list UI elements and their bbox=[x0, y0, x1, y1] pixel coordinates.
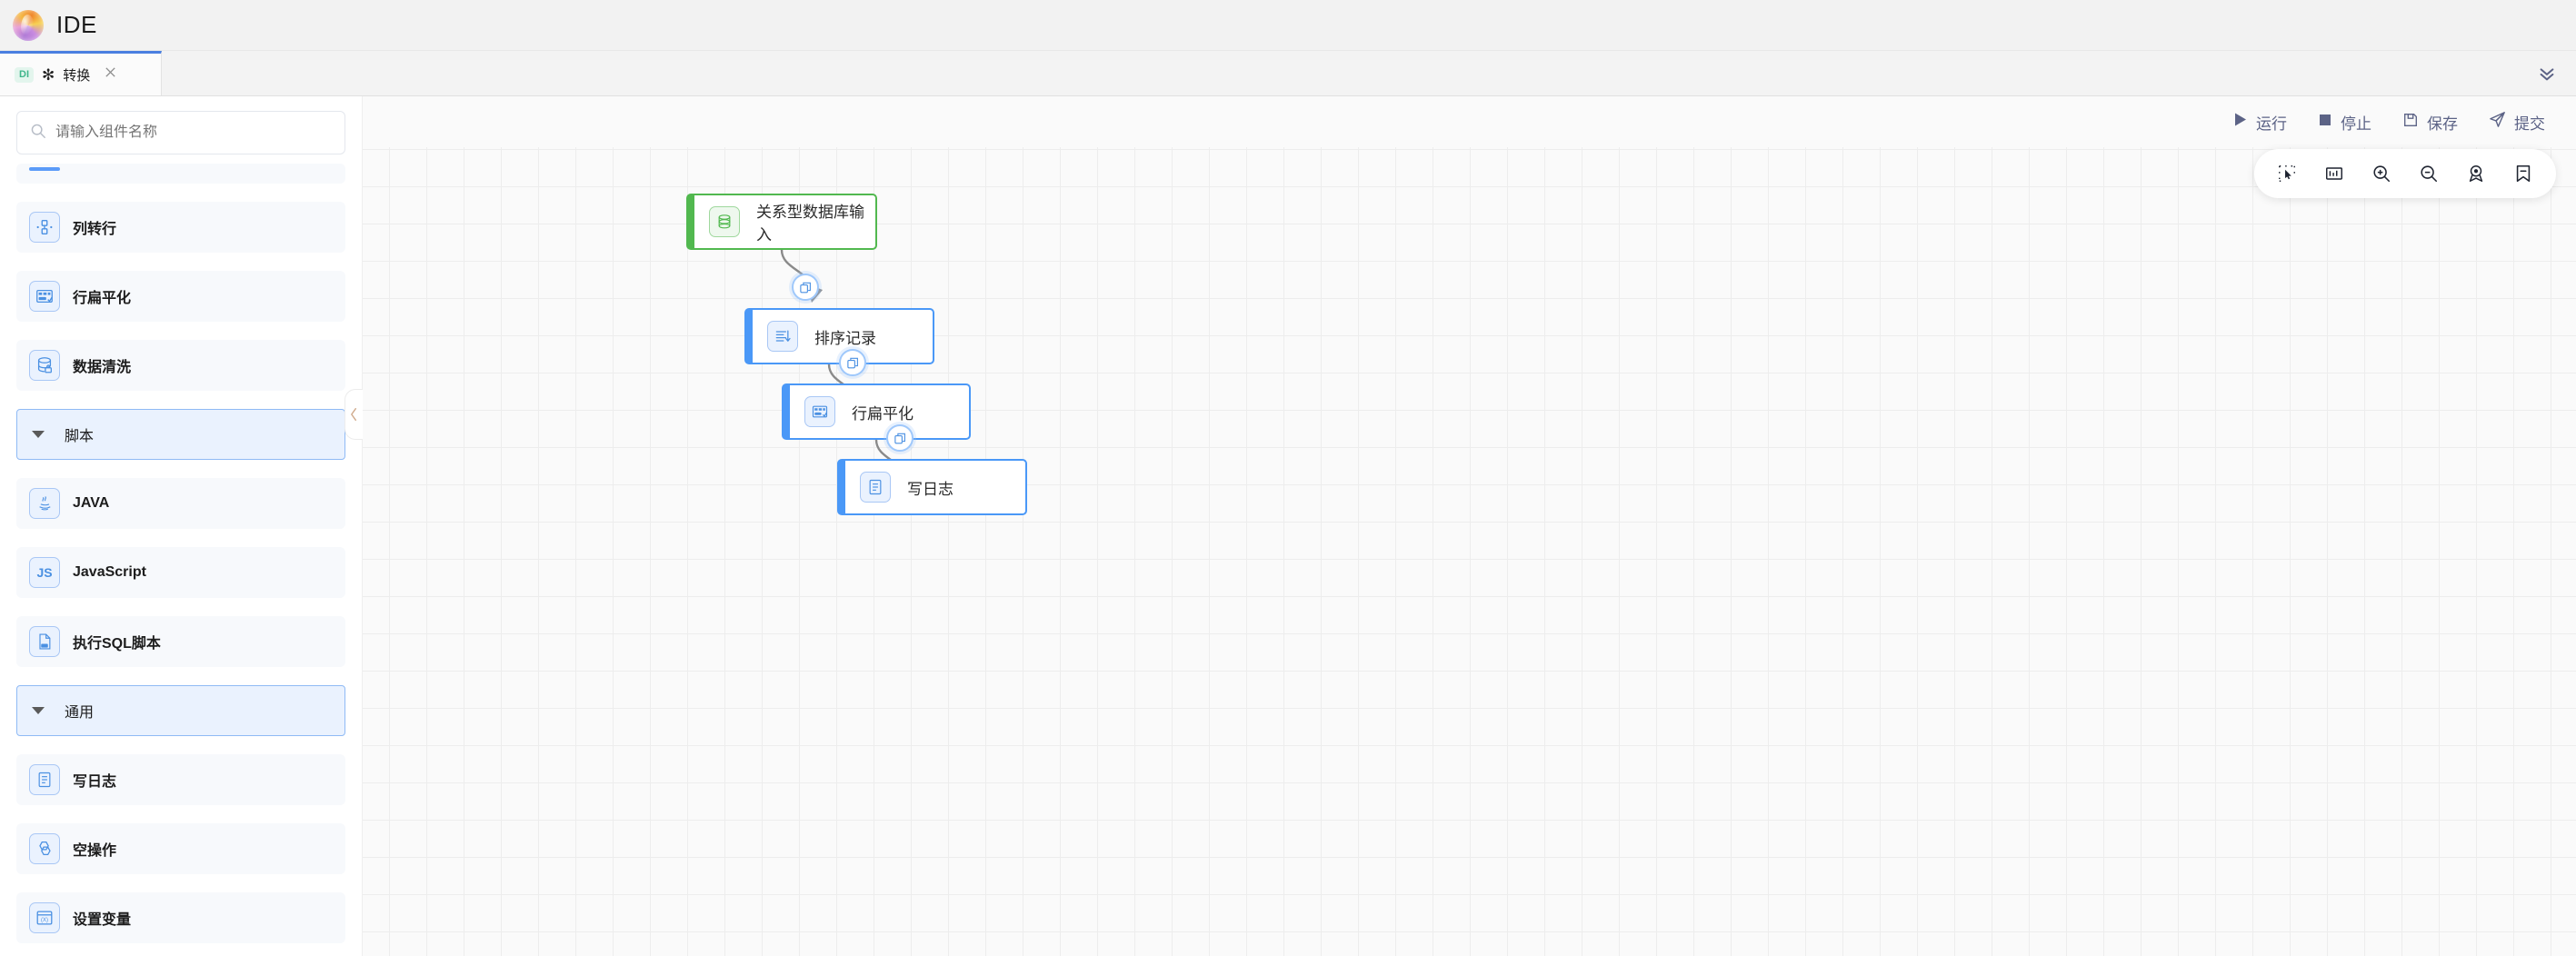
component-item-write-log[interactable]: 写日志 bbox=[16, 754, 345, 805]
title-bar: IDE bbox=[0, 0, 2576, 51]
no-op-icon bbox=[29, 833, 60, 864]
flow-node-label: 关系型数据库输入 bbox=[756, 204, 864, 244]
list-item-partial[interactable] bbox=[16, 164, 345, 184]
component-item-no-op[interactable]: 空操作 bbox=[16, 823, 345, 874]
component-item-data-clean[interactable]: 数据清洗 bbox=[16, 340, 345, 391]
canvas-grid bbox=[363, 147, 2576, 956]
component-item-label: JavaScript bbox=[73, 564, 146, 580]
caret-down-icon bbox=[32, 707, 45, 714]
flow-node-label: 写日志 bbox=[907, 480, 954, 498]
component-item-java[interactable]: JAVA bbox=[16, 478, 345, 529]
edge-copy-badge[interactable] bbox=[792, 274, 819, 301]
tab-modified-marker: ✻ bbox=[42, 65, 55, 84]
tab-bar: DI ✻ 转换 bbox=[0, 51, 2576, 96]
row-flatten-icon bbox=[29, 281, 60, 312]
database-icon bbox=[709, 206, 740, 237]
tab-zhuanhuan[interactable]: DI ✻ 转换 bbox=[0, 51, 162, 95]
run-button[interactable]: 运行 bbox=[2233, 111, 2287, 134]
edge-copy-badge[interactable] bbox=[886, 424, 914, 452]
edge-copy-badge[interactable] bbox=[839, 349, 866, 376]
flow-node-write-log[interactable]: 写日志 bbox=[837, 459, 1027, 515]
js-badge-text: JS bbox=[36, 565, 53, 580]
app-title: IDE bbox=[56, 11, 97, 38]
data-clean-icon bbox=[29, 350, 60, 381]
submit-button[interactable]: 提交 bbox=[2489, 111, 2545, 134]
sql-script-icon bbox=[29, 626, 60, 657]
group-label: 脚本 bbox=[65, 429, 95, 444]
fit-to-screen-icon[interactable] bbox=[2311, 154, 2358, 194]
caret-down-icon bbox=[32, 431, 45, 438]
swirl-logo-icon bbox=[13, 9, 44, 41]
component-palette[interactable]: 列转行 行扁平化 bbox=[0, 164, 362, 956]
select-area-icon[interactable] bbox=[2263, 154, 2311, 194]
group-label: 通用 bbox=[65, 705, 95, 721]
zoom-in-icon[interactable] bbox=[2358, 154, 2405, 194]
double-chevron-down-icon[interactable] bbox=[2518, 51, 2576, 95]
component-sidebar: 列转行 行扁平化 bbox=[0, 96, 363, 956]
flow-node-label: 行扁平化 bbox=[852, 404, 914, 423]
save-icon bbox=[2402, 112, 2419, 133]
row-flatten-icon bbox=[804, 396, 835, 427]
locate-icon[interactable] bbox=[2452, 154, 2500, 194]
search-wrapper bbox=[0, 96, 362, 164]
column-to-row-icon bbox=[29, 212, 60, 243]
submit-button-label: 提交 bbox=[2514, 115, 2545, 133]
submit-icon bbox=[2489, 111, 2506, 133]
partial-icon bbox=[29, 166, 60, 171]
java-icon bbox=[29, 488, 60, 519]
palette-scroll: 列转行 行扁平化 bbox=[16, 164, 345, 943]
flow-node-db-input[interactable]: 关系型数据库输入 bbox=[686, 194, 877, 250]
tab-label: 转换 bbox=[63, 67, 91, 84]
play-icon bbox=[2233, 112, 2248, 132]
component-item-label: 列转行 bbox=[73, 222, 117, 237]
search-box[interactable] bbox=[16, 111, 345, 154]
canvas-tool-palette bbox=[2254, 149, 2556, 198]
flow-nodes-layer: 关系型数据库输入 排序记录 bbox=[363, 147, 2576, 956]
body-wrapper: 列转行 行扁平化 bbox=[0, 96, 2576, 956]
component-item-label: 执行SQL脚本 bbox=[73, 636, 161, 652]
component-item-sql-script[interactable]: 执行SQL脚本 bbox=[16, 616, 345, 667]
group-header-general[interactable]: 通用 bbox=[16, 685, 345, 736]
group-header-script[interactable]: 脚本 bbox=[16, 409, 345, 460]
svg-text:(X): (X) bbox=[41, 918, 48, 923]
component-item-label: 写日志 bbox=[73, 774, 117, 790]
canvas-area[interactable]: 运行 停止 保存 bbox=[363, 96, 2576, 956]
sidebar-collapse-handle[interactable] bbox=[344, 389, 363, 440]
component-item-label: JAVA bbox=[73, 495, 110, 511]
component-item-set-variable[interactable]: (X) 设置变量 bbox=[16, 892, 345, 943]
component-item-column-to-row[interactable]: 列转行 bbox=[16, 202, 345, 253]
tab-bar-spacer bbox=[162, 51, 2518, 95]
component-item-label: 数据清洗 bbox=[73, 360, 132, 375]
write-log-icon bbox=[860, 472, 891, 503]
component-item-label: 空操作 bbox=[73, 843, 117, 859]
tab-type-badge: DI bbox=[15, 66, 34, 83]
set-variable-icon: (X) bbox=[29, 902, 60, 933]
stop-button[interactable]: 停止 bbox=[2318, 111, 2371, 134]
flow-edges bbox=[780, 249, 917, 493]
stop-button-label: 停止 bbox=[2341, 115, 2371, 133]
bookmark-minus-icon[interactable] bbox=[2500, 154, 2547, 194]
component-item-label: 行扁平化 bbox=[73, 291, 132, 306]
flow-node-row-flatten[interactable]: 行扁平化 bbox=[782, 383, 971, 440]
save-button[interactable]: 保存 bbox=[2402, 111, 2458, 134]
sort-records-icon bbox=[767, 321, 798, 352]
search-icon bbox=[30, 123, 46, 144]
search-input[interactable] bbox=[55, 124, 332, 141]
close-icon[interactable] bbox=[104, 65, 117, 84]
flow-node-label: 排序记录 bbox=[814, 329, 876, 347]
stop-icon bbox=[2318, 113, 2332, 132]
run-button-label: 运行 bbox=[2256, 115, 2287, 133]
write-log-icon bbox=[29, 764, 60, 795]
component-item-label: 设置变量 bbox=[73, 912, 132, 928]
component-item-javascript[interactable]: JS JavaScript bbox=[16, 547, 345, 598]
save-button-label: 保存 bbox=[2427, 115, 2458, 133]
js-icon: JS bbox=[29, 557, 60, 588]
action-toolbar: 运行 停止 保存 bbox=[363, 96, 2576, 147]
component-item-row-flatten[interactable]: 行扁平化 bbox=[16, 271, 345, 322]
zoom-out-icon[interactable] bbox=[2405, 154, 2452, 194]
flow-node-sort-records[interactable]: 排序记录 bbox=[744, 308, 934, 364]
